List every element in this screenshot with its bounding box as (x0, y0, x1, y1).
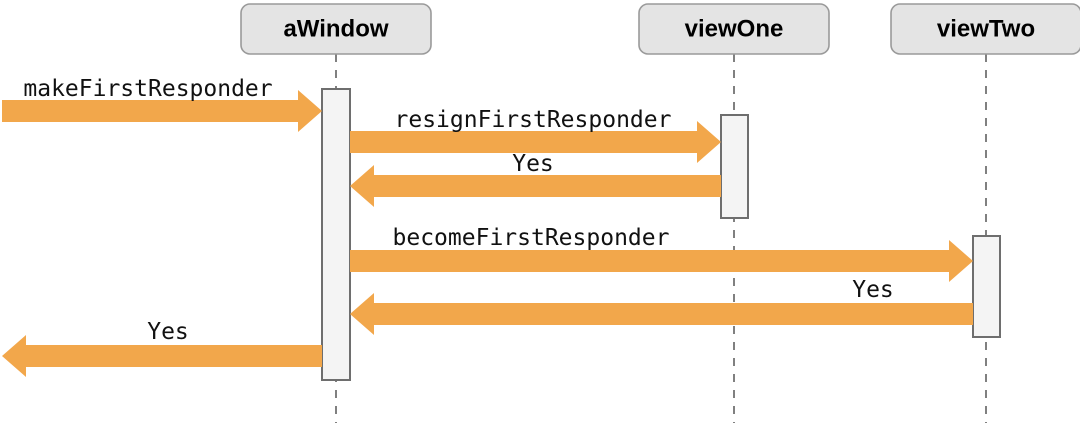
participant-viewTwo[interactable]: viewTwo (890, 3, 1080, 55)
participant-aWindow[interactable]: aWindow (240, 3, 432, 55)
participant-box-aWindow[interactable] (240, 3, 432, 55)
participant-box-viewOne[interactable] (638, 3, 830, 55)
message-arrow-m5[interactable] (350, 293, 973, 335)
participant-box-viewTwo[interactable] (890, 3, 1080, 55)
messages-layer (2, 90, 973, 377)
message-label-m3: Yes (512, 151, 554, 177)
participant-label-viewOne: viewOne (685, 15, 784, 42)
participant-boxes-layer: aWindow viewOne viewTwo (240, 3, 1080, 55)
message-labels-layer: makeFirstResponder resignFirstResponderYe… (23, 76, 893, 345)
message-arrow-m3[interactable] (350, 165, 721, 207)
activation-bar-viewTwo[interactable] (972, 235, 1001, 338)
activation-bars-layer (321, 88, 1001, 381)
message-arrow-m1[interactable] (2, 90, 322, 132)
message-arrow-m2[interactable] (350, 121, 721, 163)
message-label-m2: resignFirstResponder (395, 107, 672, 133)
message-label-m4: becomeFirstResponder (393, 225, 670, 251)
message-arrow-m4[interactable] (350, 240, 973, 282)
message-label-m6: Yes (147, 319, 189, 345)
message-label-m5: Yes (852, 277, 894, 303)
participant-label-viewTwo: viewTwo (937, 15, 1035, 42)
message-label-m1: makeFirstResponder (23, 76, 272, 102)
participant-viewOne[interactable]: viewOne (638, 3, 830, 55)
participant-label-aWindow: aWindow (283, 15, 388, 42)
activation-bar-aWindow[interactable] (321, 88, 351, 381)
message-arrow-m6[interactable] (2, 335, 322, 377)
activation-bar-viewOne[interactable] (720, 114, 749, 219)
